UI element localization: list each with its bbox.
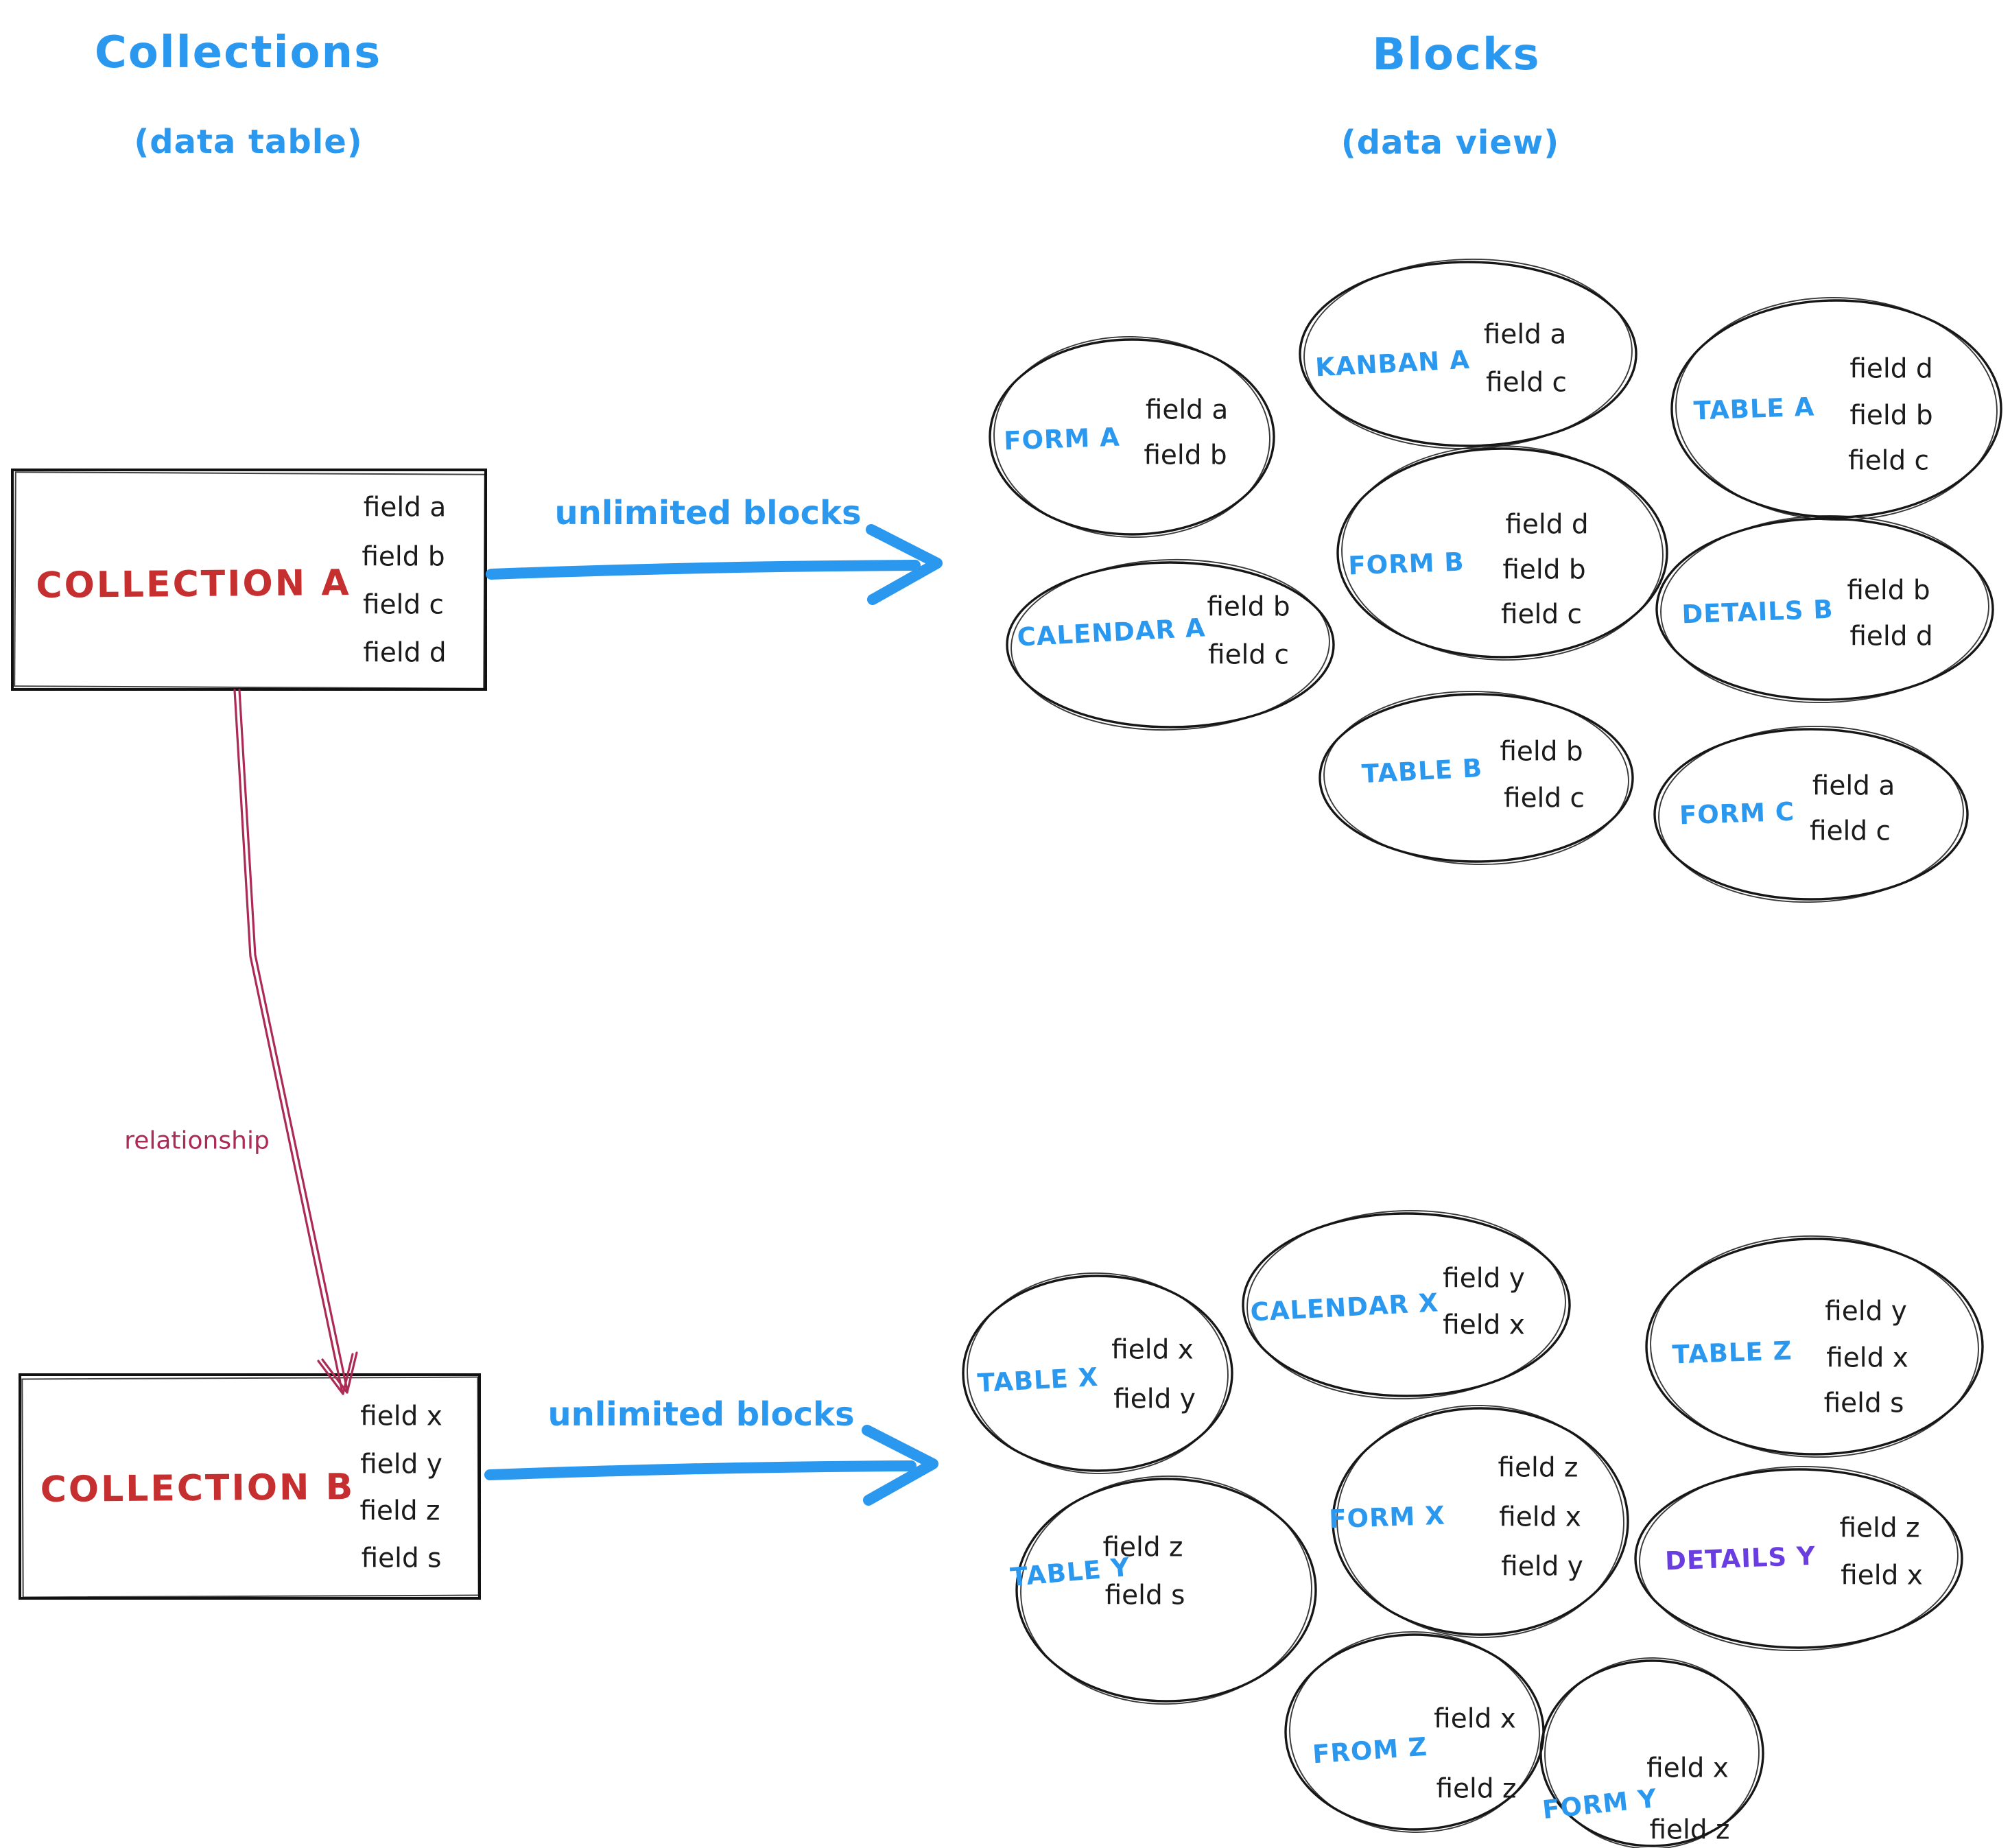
relationship-label: relationship [124,1126,270,1155]
block-field: field b [1144,440,1227,471]
block-ellipse-table-a [1670,296,2002,521]
block-field: field b [1847,575,1930,606]
block-field: field x [1443,1310,1525,1341]
blocks-title: Blocks [1372,29,1541,80]
block-field: field x [1646,1753,1729,1784]
block-ellipse-form-a [989,335,1275,538]
block-ellipse-table-b [1319,690,1634,866]
block-field: field z [1839,1513,1920,1544]
block-ellipse-table-x [962,1272,1233,1474]
block-field: field y [1113,1384,1196,1415]
collection-b-field: field x [360,1401,442,1432]
collection-a-box [11,469,487,691]
block-field: field d [1849,621,1933,652]
block-ellipse-calendar-a [1006,558,1335,731]
collection-b-field: field s [361,1543,442,1574]
block-field: field z [1498,1452,1579,1484]
collection-a-field: field c [363,589,444,621]
collection-a-name: COLLECTION A [36,562,351,607]
block-ellipse-form-c [1653,725,1969,903]
block-field: field z [1436,1773,1517,1805]
block-field: field b [1500,736,1583,768]
block-field: field c [1810,816,1891,847]
block-field: field c [1208,639,1289,671]
block-field: field a [1812,770,1895,802]
block-label: FORM C [1679,796,1795,831]
unlimited-blocks-label-a: unlimited blocks [554,494,862,532]
block-field: field c [1486,367,1567,399]
block-label: DETAILS B [1681,594,1834,630]
collection-b-field: field y [360,1449,442,1480]
block-field: field s [1823,1388,1904,1419]
block-field: field z [1102,1532,1183,1563]
block-ellipse-calendar-x [1242,1209,1571,1400]
collection-a-field: field d [363,637,447,669]
blocks-subtitle: (data view) [1340,123,1560,162]
block-label: TABLE A [1693,392,1815,426]
block-label: DETAILS Y [1664,1541,1817,1576]
unlimited-blocks-arrow-a [486,524,943,605]
unlimited-blocks-label-b: unlimited blocks [547,1395,855,1434]
unlimited-blocks-arrow-b [484,1425,938,1506]
block-field: field x [1826,1342,1908,1374]
block-field: field x [1434,1703,1516,1735]
block-field: field d [1849,353,1933,385]
block-ellipse-form-b [1336,445,1668,661]
block-field: field b [1502,554,1586,586]
block-ellipse-details-y [1634,1465,1963,1652]
block-field: field c [1504,783,1585,814]
collection-b-field: field z [359,1495,440,1527]
block-label: TABLE X [976,1362,1100,1399]
block-field: field s [1104,1580,1185,1611]
block-field: field a [1483,319,1567,351]
collection-b-box [19,1373,481,1600]
block-label: FORM A [1003,422,1121,456]
collections-title: Collections [94,27,382,78]
collection-a-field: field a [363,492,447,523]
block-ellipse-form-x [1332,1405,1629,1638]
collections-subtitle: (data table) [134,123,363,161]
block-ellipse-details-b [1655,514,1994,704]
relationship-arrow [233,689,358,1395]
block-field: field y [1443,1263,1525,1294]
block-field: field d [1505,509,1589,541]
block-field: field x [1499,1502,1581,1533]
block-field: field b [1849,400,1933,431]
block-ellipse-form-y [1539,1657,1764,1848]
block-field: field z [1649,1814,1730,1846]
block-field: field c [1848,445,1929,477]
block-label: FORM B [1347,547,1465,581]
block-label: FORM X [1328,1500,1446,1535]
block-field: field y [1825,1296,1907,1327]
block-label: TABLE B [1360,753,1484,790]
collection-b-name: COLLECTION B [40,1467,355,1511]
block-field: field a [1145,394,1229,426]
block-field: field x [1841,1560,1923,1591]
block-field: field x [1111,1334,1194,1366]
collection-a-field: field b [362,541,445,573]
block-field: field b [1207,591,1290,623]
block-label: TABLE Z [1671,1336,1793,1370]
block-ellipse-table-y [1015,1476,1317,1705]
block-field: field c [1501,599,1582,630]
block-field: field y [1501,1551,1583,1583]
block-ellipse-table-z [1645,1235,1984,1458]
block-ellipse-kanban-a [1299,258,1637,450]
